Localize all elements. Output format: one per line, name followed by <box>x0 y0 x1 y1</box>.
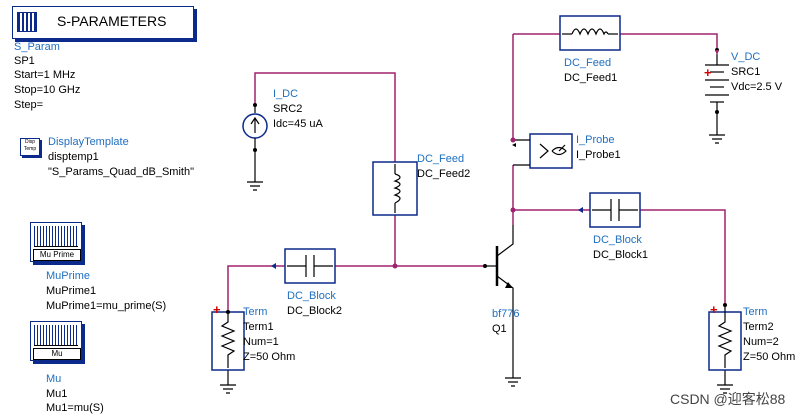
term2-num: Num=2 <box>743 336 779 348</box>
term2-port-icon[interactable] <box>708 305 742 371</box>
term1-port-icon[interactable] <box>211 311 245 371</box>
term1-z: Z=50 Ohm <box>243 351 296 363</box>
dc-feed2-inst: DC_Feed2 <box>417 168 471 180</box>
dc-feed2-inductor-icon[interactable] <box>372 161 418 216</box>
iprobe-name: I_Probe <box>576 134 615 146</box>
vdc-value: Vdc=2.5 V <box>731 81 783 93</box>
dc-block2-capacitor-icon[interactable] <box>284 248 336 284</box>
dc-block1-name: DC_Block <box>593 234 642 246</box>
term1-name: Term <box>243 306 268 318</box>
dc-feed1-name: DC_Feed <box>564 57 612 69</box>
dc-feed2-name: DC_Feed <box>417 153 465 165</box>
junction-dots <box>226 48 727 314</box>
muprime-expr: MuPrime1=mu_prime(S) <box>46 300 167 312</box>
iprobe-meter-icon[interactable] <box>513 133 573 169</box>
sparam-icon <box>17 12 37 32</box>
wires <box>227 33 726 312</box>
idc-current-source-icon[interactable] <box>242 105 268 150</box>
vdc-plus: + <box>704 65 712 80</box>
mu-name: Mu <box>46 373 62 385</box>
dc-feed1-inductor-icon[interactable] <box>559 15 621 51</box>
bjt-transistor-icon[interactable] <box>485 225 514 298</box>
term2-plus: + <box>710 302 718 317</box>
term1-inst: Term1 <box>243 321 274 333</box>
idc-value: Idc=45 uA <box>273 118 323 130</box>
sparam-start: Start=1 MHz <box>14 69 76 81</box>
muprime-controller[interactable]: Mu Prime <box>30 222 82 262</box>
display-template-name: DisplayTemplate <box>48 136 129 148</box>
dc-block2-name: DC_Block <box>287 290 336 302</box>
mu-inst: Mu1 <box>46 388 68 400</box>
pin-arrows <box>271 50 719 269</box>
watermark-text: CSDN @迎客松88 <box>670 391 786 407</box>
sparam-name: S_Param <box>14 41 60 53</box>
vdc-name: V_DC <box>731 51 761 63</box>
sparam-stop: Stop=10 GHz <box>14 84 81 96</box>
term2-name: Term <box>743 306 768 318</box>
dc-block2-inst: DC_Block2 <box>287 305 343 317</box>
mu-icon-label: Mu <box>33 348 81 360</box>
dc-feed1-inst: DC_Feed1 <box>564 72 618 84</box>
display-template-icon-bot: Temp <box>23 146 37 152</box>
vdc-battery-icon[interactable] <box>705 50 729 112</box>
muprime-inst: MuPrime1 <box>46 285 97 297</box>
ground-leads <box>227 112 726 385</box>
muprime-name: MuPrime <box>46 270 91 282</box>
display-template-icon-top: Disp <box>24 139 35 145</box>
muprime-icon-label: Mu Prime <box>33 249 81 261</box>
ground-icon <box>220 134 733 394</box>
mu-controller[interactable]: Mu <box>30 321 82 361</box>
dc-block1-capacitor-icon[interactable] <box>589 192 641 228</box>
sparam-inst: SP1 <box>14 55 35 67</box>
term1-plus: + <box>213 302 221 317</box>
muprime-chart-icon <box>34 226 78 247</box>
sparam-title: S-PARAMETERS <box>57 13 167 29</box>
transistor-name: bf776 <box>492 308 520 320</box>
iprobe-inst: I_Probe1 <box>576 149 621 161</box>
sparam-controller[interactable]: S-PARAMETERS <box>12 6 194 39</box>
term2-z: Z=50 Ohm <box>743 351 796 363</box>
mu-expr: Mu1=mu(S) <box>46 402 104 414</box>
transistor-inst: Q1 <box>492 323 507 335</box>
vdc-inst: SRC1 <box>731 66 761 78</box>
idc-inst: SRC2 <box>273 103 303 115</box>
display-template-icon[interactable]: Disp Temp <box>20 138 40 156</box>
display-template-value: "S_Params_Quad_dB_Smith" <box>48 166 194 178</box>
term2-inst: Term2 <box>743 321 774 333</box>
dc-block1-inst: DC_Block1 <box>593 249 649 261</box>
mu-chart-icon <box>34 325 78 346</box>
display-template-inst: disptemp1 <box>48 151 99 163</box>
term1-num: Num=1 <box>243 336 279 348</box>
sparam-step: Step= <box>14 99 44 111</box>
idc-name: I_DC <box>273 88 299 100</box>
